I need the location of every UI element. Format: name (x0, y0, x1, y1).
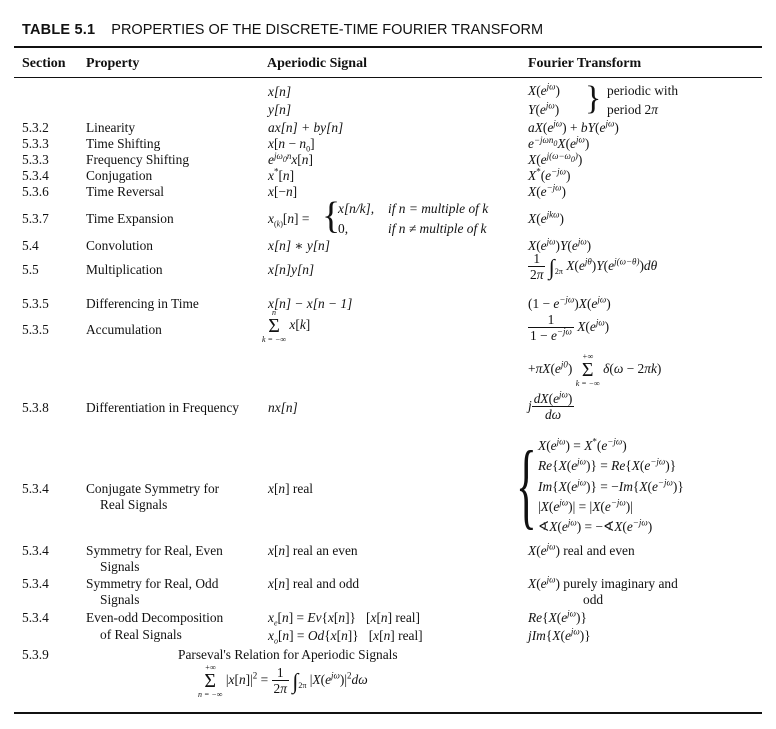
section-conjugation: 5.3.4 (22, 168, 49, 183)
signal-y: y[n] (268, 102, 292, 117)
conj-sym-line-2: Re{X(ejω)} = Re{X(e−jω)} (538, 456, 677, 473)
transform-periodic-y: Y(ejω) (528, 100, 560, 117)
header-property: Property (86, 56, 140, 71)
conj-sym-line-3: Im{X(ejω)} = −Im{X(e−jω)} (538, 477, 684, 494)
property-convolution: Convolution (86, 238, 153, 253)
property-frequency-shifting: Frequency Shifting (86, 152, 190, 167)
transform-periodic-text-2: period 2π (607, 102, 658, 117)
signal-differencing: x[n] − x[n − 1] (268, 296, 353, 311)
section-convolution: 5.4 (22, 238, 39, 253)
property-differencing: Differencing in Time (86, 296, 199, 311)
expansion-case-1: x[n/k], (338, 201, 375, 216)
section-time-expansion: 5.3.7 (22, 211, 49, 226)
signal-convolution: x[n] ∗ y[n] (268, 238, 330, 253)
property-symmetry-odd-2: Signals (100, 592, 140, 607)
property-parseval: Parseval's Relation for Aperiodic Signal… (178, 647, 398, 662)
signal-linearity: ax[n] + by[n] (268, 120, 344, 135)
section-symmetry-even: 5.3.4 (22, 543, 49, 558)
bottom-rule (14, 712, 762, 714)
signal-odd-part: xo[n] = Od{x[n]} [x[n] real] (268, 628, 423, 646)
transform-symmetry-odd: X(ejω) purely imaginary and (528, 574, 678, 591)
table-title: PROPERTIES OF THE DISCRETE-TIME FOURIER … (111, 22, 544, 38)
signal-differentiation: nx[n] (268, 400, 298, 415)
property-even-odd: Even-odd Decomposition (86, 610, 224, 625)
signal-even-part: xe[n] = Ev{x[n]} [x[n] real] (268, 610, 420, 628)
property-multiplication: Multiplication (86, 262, 163, 277)
periodic-brace: } (585, 80, 602, 117)
transform-even-part: Re{X(ejω)} (528, 608, 587, 625)
header-section: Section (22, 56, 66, 71)
property-even-odd-2: of Real Signals (100, 627, 182, 642)
header-fourier-transform: Fourier Transform (528, 56, 642, 71)
section-differencing: 5.3.5 (22, 296, 49, 311)
property-time-reversal: Time Reversal (86, 184, 164, 199)
transform-linearity: aX(ejω) + bY(ejω) (528, 118, 619, 135)
property-time-shifting: Time Shifting (86, 136, 161, 151)
transform-frequency-shifting: X(ej(ω−ω0)) (528, 150, 583, 167)
property-conjugate-symmetry-2: Real Signals (100, 497, 168, 512)
property-symmetry-odd: Symmetry for Real, Odd (86, 576, 219, 591)
property-time-expansion: Time Expansion (86, 211, 174, 226)
signal-conjugate-symmetry: x[n] real (268, 481, 313, 496)
signal-time-reversal: x[−n] (268, 184, 298, 199)
section-time-reversal: 5.3.6 (22, 184, 49, 199)
property-differentiation: Differentiation in Frequency (86, 400, 239, 415)
transform-time-expansion: X(ejkω) (528, 209, 564, 226)
section-conjugate-symmetry: 5.3.4 (22, 481, 49, 496)
conjugate-symmetry-brace: { (516, 431, 537, 538)
transform-odd-part: jIm{X(ejω)} (528, 626, 591, 643)
section-multiplication: 5.5 (22, 262, 39, 277)
signal-multiplication: x[n]y[n] (268, 262, 315, 277)
section-parseval: 5.3.9 (22, 647, 49, 662)
property-conjugate-symmetry: Conjugate Symmetry for (86, 481, 220, 496)
transform-differencing: (1 − e−jω)X(ejω) (528, 294, 611, 311)
property-symmetry-even-2: Signals (100, 559, 140, 574)
property-symmetry-even: Symmetry for Real, Even (86, 543, 223, 558)
conj-sym-line-5: ∢X(ejω) = −∢X(e−jω) (538, 517, 653, 534)
section-even-odd: 5.3.4 (22, 610, 49, 625)
signal-time-expansion: x(k)[n] = (268, 211, 310, 229)
section-accumulation: 5.3.5 (22, 322, 49, 337)
section-differentiation: 5.3.8 (22, 400, 49, 415)
property-accumulation: Accumulation (86, 322, 162, 337)
section-frequency-shifting: 5.3.3 (22, 152, 49, 167)
transform-conjugation: X*(e−jω) (528, 166, 571, 183)
signal-conjugation: x*[n] (268, 166, 295, 183)
transform-periodic: X(ejω) (528, 81, 560, 98)
top-rule (14, 46, 762, 48)
expansion-brace: { (322, 195, 341, 237)
signal-symmetry-even: x[n] real an even (268, 543, 358, 558)
transform-convolution: X(ejω)Y(ejω) (528, 236, 592, 253)
conj-sym-line-4: |X(ejω)| = |X(e−jω)| (538, 497, 633, 514)
transform-periodic-text-1: periodic with (607, 83, 679, 98)
expansion-cond-1: if n = multiple of k (388, 201, 489, 216)
transform-time-shifting: e−jωn0X(ejω) (528, 134, 590, 151)
transform-symmetry-odd-2: odd (583, 592, 604, 607)
signal-x: x[n] (268, 84, 292, 99)
expansion-case-2: 0, (338, 221, 349, 236)
table-caption: TABLE 5.1 PROPERTIES OF THE DISCRETE-TIM… (22, 22, 543, 38)
signal-symmetry-odd: x[n] real and odd (268, 576, 360, 591)
transform-time-reversal: X(e−jω) (528, 182, 567, 199)
header-rule (14, 77, 762, 78)
property-conjugation: Conjugation (86, 168, 153, 183)
signal-frequency-shifting: ejω0nx[n] (268, 150, 313, 167)
conj-sym-line-1: X(ejω) = X*(e−jω) (538, 436, 627, 453)
section-time-shifting: 5.3.3 (22, 136, 49, 151)
transform-symmetry-even: X(ejω) real and even (528, 541, 635, 558)
expansion-cond-2: if n ≠ multiple of k (388, 221, 487, 236)
signal-time-shifting: x[n − n0] (268, 136, 315, 154)
table-number: TABLE 5.1 (22, 22, 96, 38)
section-linearity: 5.3.2 (22, 120, 49, 135)
header-aperiodic-signal: Aperiodic Signal (267, 56, 367, 71)
property-linearity: Linearity (86, 120, 136, 135)
section-symmetry-odd: 5.3.4 (22, 576, 49, 591)
